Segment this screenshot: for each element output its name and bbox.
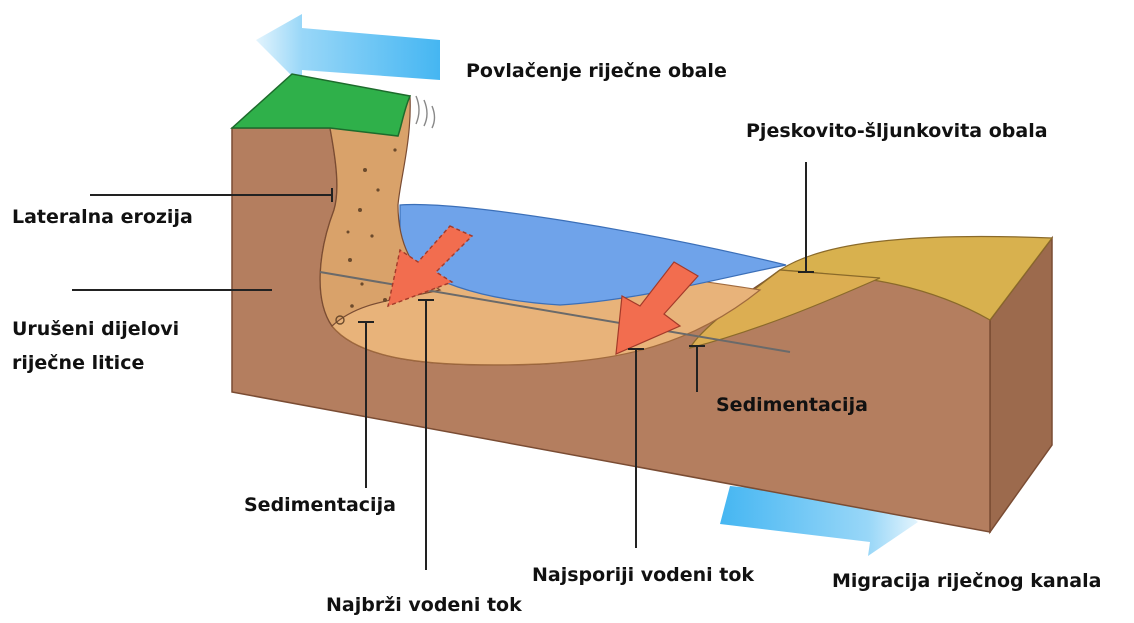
bank-retreat-arrow — [256, 14, 440, 86]
sedimentation-right-label: Sedimentacija — [716, 394, 868, 418]
channel-migration-label: Migracija riječnog kanala — [832, 570, 1101, 594]
sandy-bank-label: Pjeskovito-šljunkovita obala — [746, 120, 1048, 144]
lateral-erosion-label: Lateralna erozija — [12, 206, 193, 230]
slowest-flow-label: Najsporiji vodeni tok — [532, 564, 754, 588]
collapsed-cliff-label-line2: riječne litice — [12, 352, 144, 376]
fastest-flow-label: Najbrži vodeni tok — [326, 594, 522, 618]
grass-top — [232, 74, 410, 136]
bank-retreat-label: Povlačenje riječne obale — [466, 60, 727, 84]
collapsed-cliff-label-line1: Urušeni dijelovi — [12, 318, 179, 342]
sedimentation-left-label: Sedimentacija — [244, 494, 396, 518]
crumbling-marks — [416, 96, 435, 128]
